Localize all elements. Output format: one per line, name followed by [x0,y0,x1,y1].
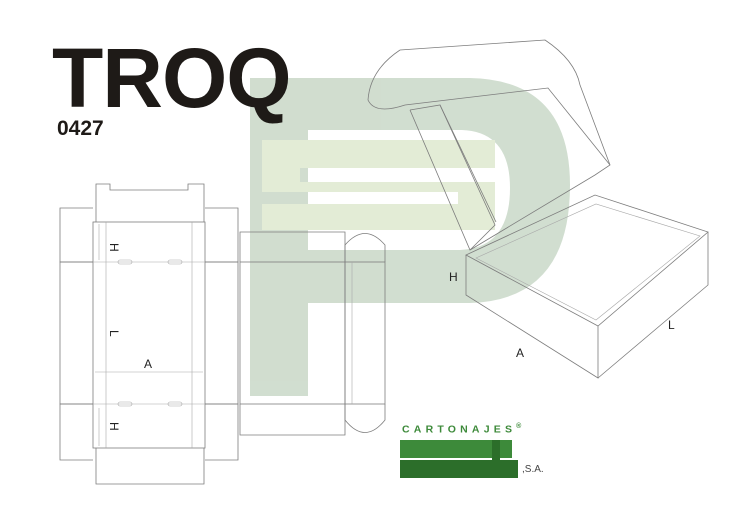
dim-h-bottom: H [107,422,121,431]
brand-registered-mark: ® [516,423,522,430]
dim-a-flat: A [144,357,152,371]
page-title: TROQ [52,31,292,125]
base-panel [92,221,206,449]
sp-logo-icon [400,440,518,478]
brand-suffix: ,S.A. [522,464,544,475]
model-code: 0427 [57,117,104,140]
dim-h-3d: H [449,270,458,284]
brand-name-line1: CARTONAJES® [402,423,521,435]
brand-cartonajes: CARTONAJES [402,423,517,436]
dim-a-3d: A [516,346,524,360]
dim-l-3d: L [668,318,675,332]
dim-h-top: H [107,243,121,252]
dim-l-flat: L [107,330,121,337]
